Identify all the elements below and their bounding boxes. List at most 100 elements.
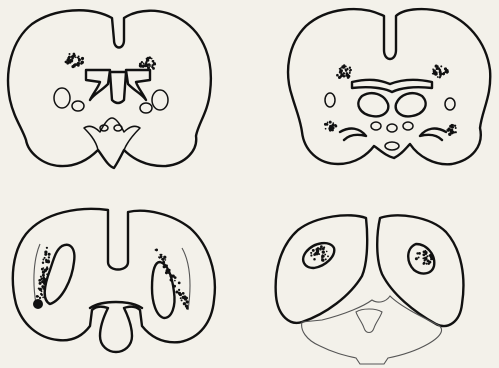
stipple-dot <box>186 298 188 300</box>
stipple-dot <box>172 275 174 277</box>
stipple-dot <box>152 60 154 62</box>
stipple-dot <box>165 264 168 267</box>
stipple-dot <box>349 67 351 69</box>
stipple-dot <box>46 266 48 268</box>
stipple-dot <box>450 129 452 131</box>
stipple-dot <box>39 282 42 285</box>
stipple-dot <box>349 72 351 74</box>
section-top-right <box>288 9 490 164</box>
stipple-dot <box>168 272 170 274</box>
stipple-dot <box>37 296 39 298</box>
stipple-dot <box>143 62 145 64</box>
stipple-dot <box>418 252 421 255</box>
section-top-right-cavity-1 <box>371 122 381 130</box>
stipple-dot <box>422 253 425 256</box>
stipple-dot <box>315 248 318 251</box>
stipple-dot <box>345 74 348 77</box>
section-top-right-oval-left <box>325 93 335 107</box>
section-top-right-cavity-3 <box>403 122 413 130</box>
stipple-dot <box>170 279 173 282</box>
stipple-dot <box>183 298 185 300</box>
stipple-dot <box>426 263 428 265</box>
section-top-right-stipple-right <box>432 65 449 79</box>
stipple-dot <box>321 258 324 261</box>
stipple-dot <box>178 289 180 291</box>
section-top-left-stipple-right <box>139 56 156 70</box>
stipple-dot <box>173 285 176 288</box>
stipple-dot <box>439 71 441 73</box>
stipple-dot <box>183 302 186 305</box>
stipple-dot <box>41 285 44 288</box>
stipple-dot <box>331 129 333 131</box>
stipple-dot <box>78 59 81 62</box>
stipple-dot <box>39 297 41 299</box>
section-top-left-oval-right-2 <box>140 103 152 113</box>
stipple-dot <box>46 247 48 249</box>
stipple-dot <box>179 293 182 296</box>
section-bottom-left-arc-left <box>34 244 40 304</box>
stipple-dot <box>327 255 329 257</box>
stipple-dot <box>155 249 157 251</box>
section-bottom-left-ventricle-right <box>152 262 175 318</box>
stipple-dot <box>322 250 325 253</box>
stipple-dot <box>341 74 344 77</box>
stipple-dot <box>152 67 155 70</box>
stipple-dot <box>340 67 342 69</box>
stipple-dot <box>149 64 151 66</box>
stipple-dot <box>423 262 425 264</box>
stipple-dot <box>431 258 433 260</box>
stipple-dot <box>452 130 454 132</box>
stipple-dot <box>72 54 75 57</box>
stipple-dot <box>432 73 434 75</box>
section-bottom-left-arc-right <box>182 248 190 310</box>
stipple-dot <box>321 255 324 258</box>
stipple-dot <box>77 57 79 59</box>
stipple-dot <box>146 61 148 63</box>
stipple-dot <box>141 61 143 63</box>
stipple-dot <box>437 65 439 67</box>
stipple-dot <box>178 282 181 285</box>
stipple-dot <box>446 129 448 131</box>
stipple-dot <box>439 75 441 77</box>
stipple-dot <box>429 254 432 257</box>
stipple-dot <box>42 280 45 283</box>
stipple-dot <box>48 259 50 261</box>
section-top-right-cavity-4 <box>385 142 399 150</box>
stipple-dot <box>151 64 153 66</box>
stipple-dot <box>182 292 185 295</box>
stipple-dot <box>424 251 426 253</box>
stipple-dot <box>176 291 179 294</box>
stipple-dot <box>81 62 83 64</box>
stipple-dot <box>174 276 177 279</box>
section-top-left-stem <box>84 118 140 150</box>
stipple-dot <box>44 253 47 256</box>
section-top-right-stipple-low-left <box>324 121 337 132</box>
stipple-dot <box>40 276 42 278</box>
stipple-dot <box>449 126 451 128</box>
stipple-dot <box>44 269 47 272</box>
stipple-dot <box>339 69 342 72</box>
section-top-right-cavity-2 <box>387 124 397 132</box>
stipple-dot <box>329 121 332 124</box>
stipple-dot <box>310 252 312 254</box>
stipple-dot <box>41 278 43 280</box>
stipple-dot <box>180 297 182 299</box>
stipple-dot <box>77 64 80 67</box>
stipple-dot <box>161 254 163 256</box>
section-bottom-right-hemisphere-right <box>377 215 463 326</box>
stipple-dot <box>186 307 189 310</box>
stipple-dot <box>67 60 69 62</box>
stipple-dot <box>330 125 332 127</box>
stipple-dot <box>310 254 312 256</box>
stipple-dot <box>42 261 44 263</box>
stipple-dot <box>454 125 456 127</box>
section-top-left-oval-left-2 <box>72 101 84 111</box>
stipple-dot <box>448 133 451 136</box>
section-bottom-right-ventricle-left <box>303 243 334 268</box>
stipple-dot <box>428 263 430 265</box>
section-bottom-right-stipple-left <box>310 245 329 262</box>
stipple-dot <box>327 121 329 123</box>
stipple-dot <box>347 68 349 70</box>
stipple-dot <box>69 59 72 62</box>
section-top-right-oval-right <box>445 98 455 110</box>
